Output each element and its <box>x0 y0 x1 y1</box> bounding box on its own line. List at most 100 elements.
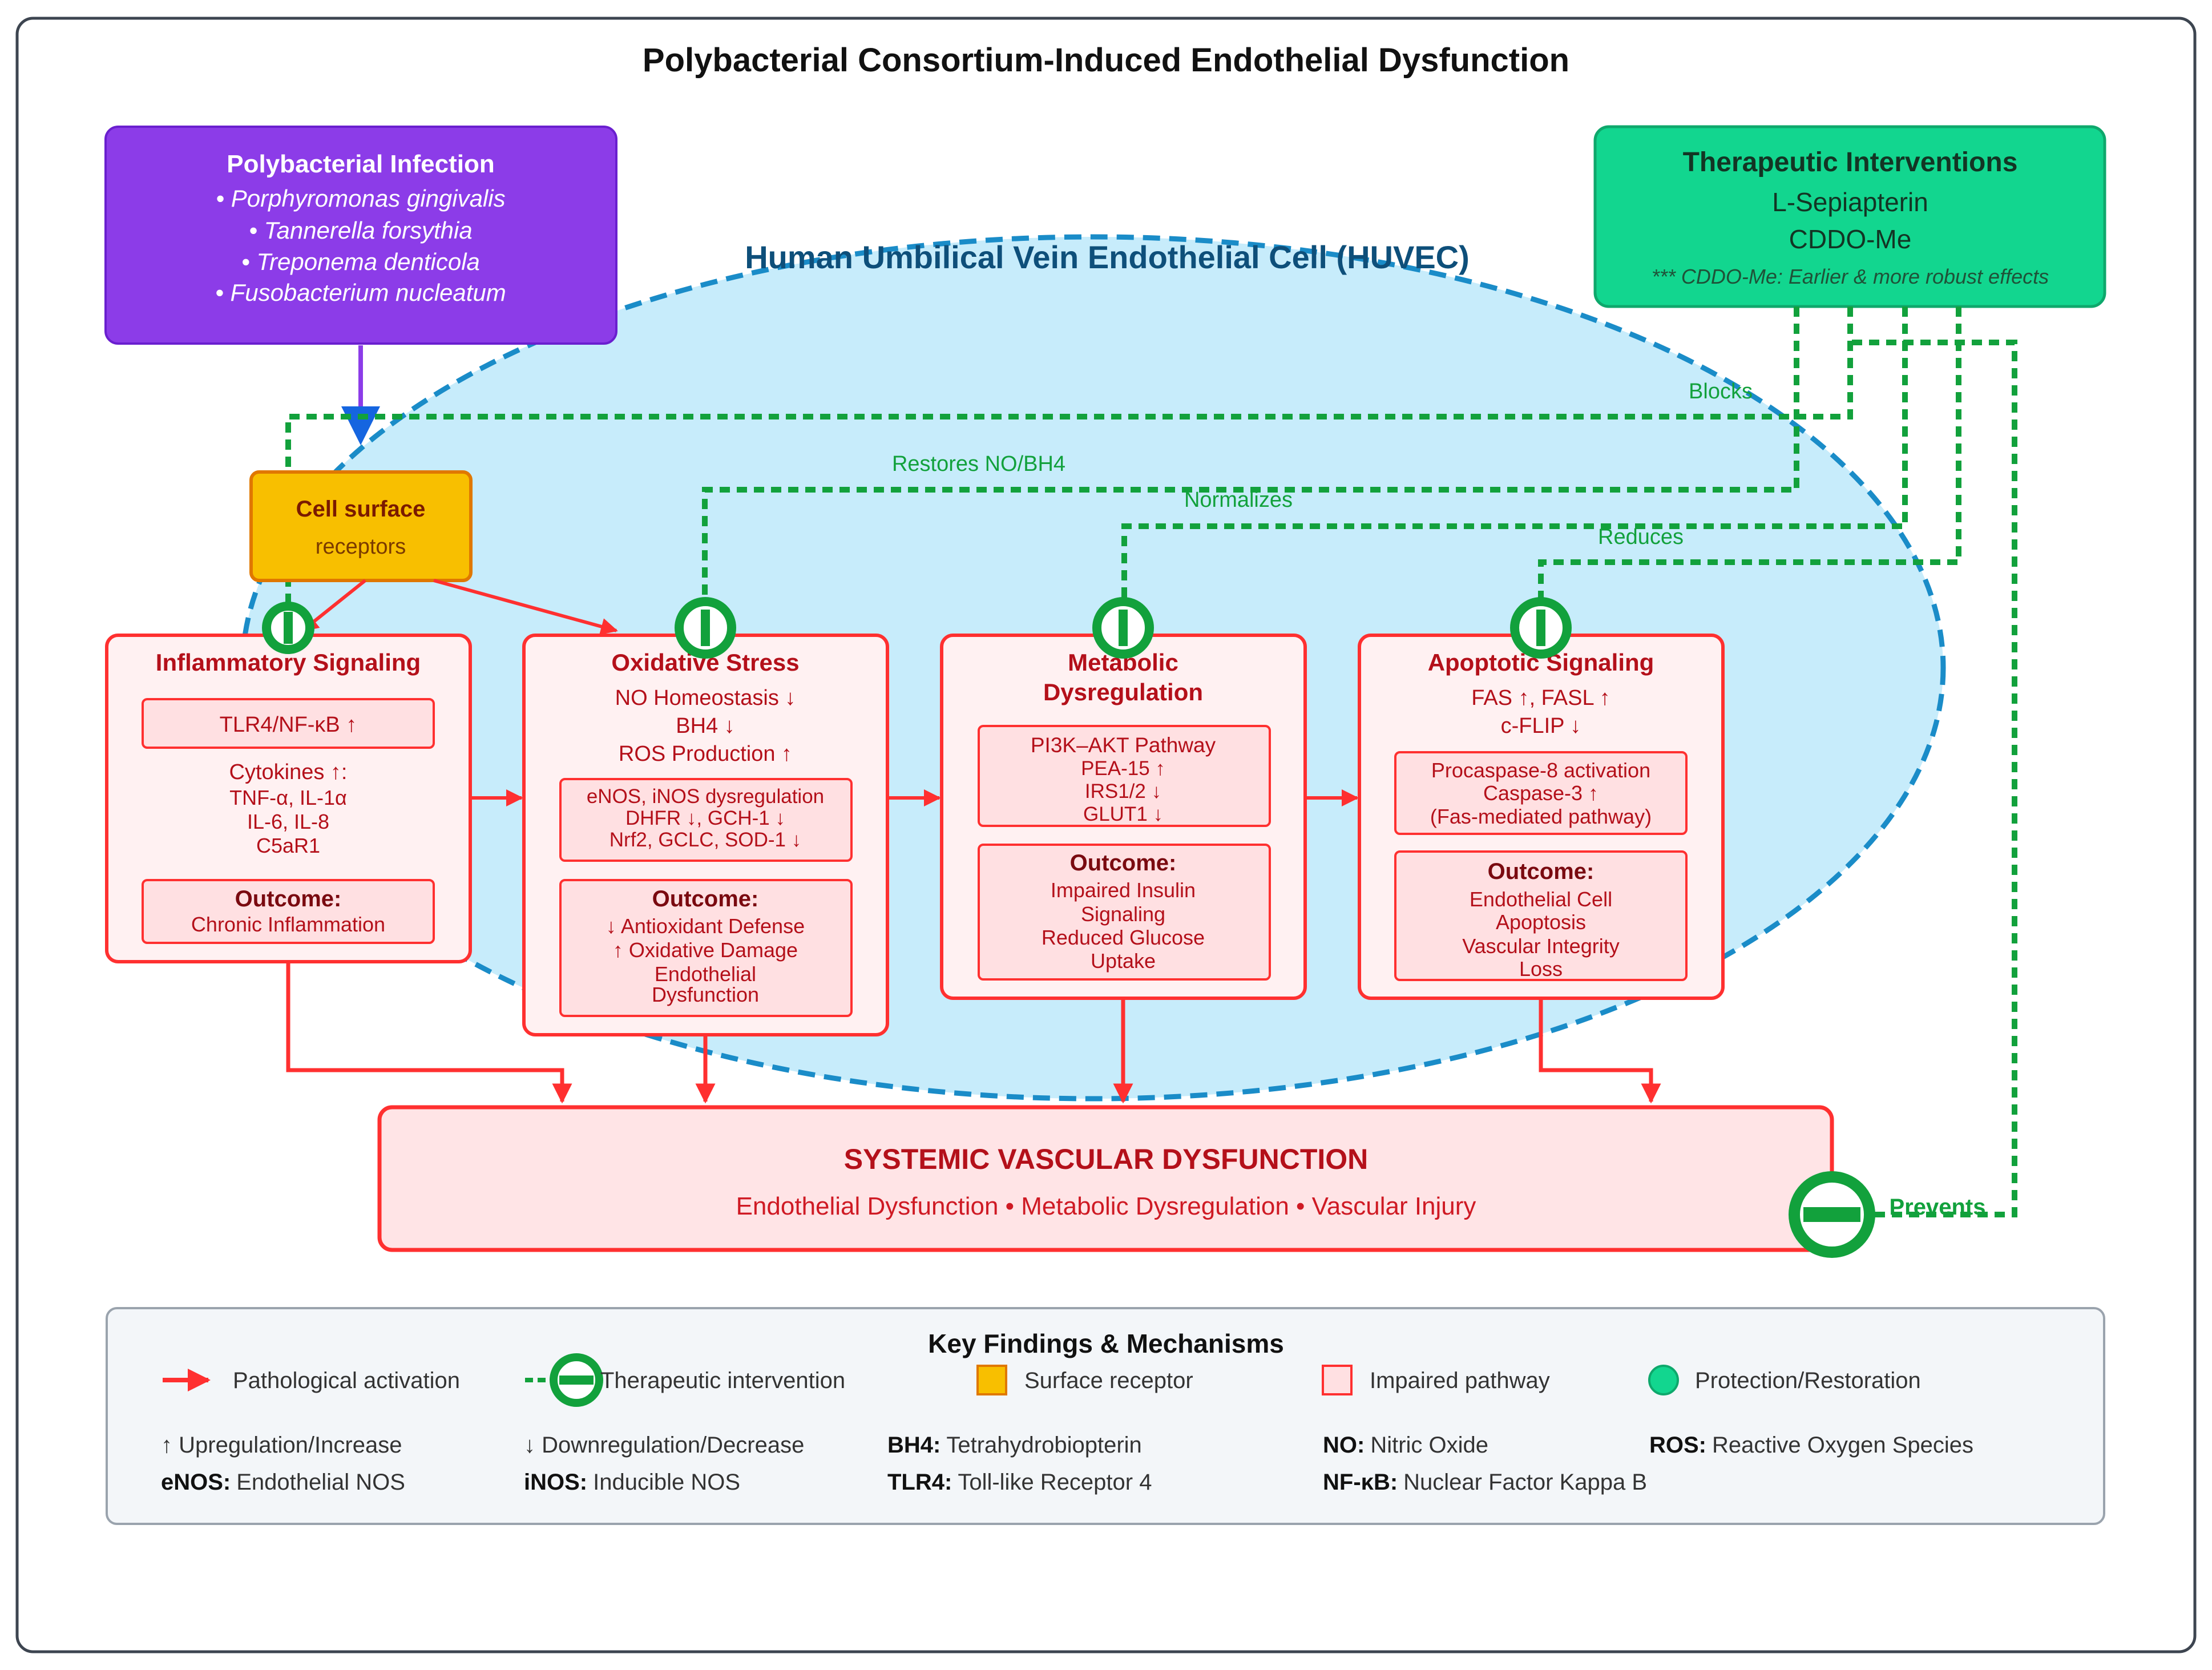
legend-item-receptor: Surface receptor <box>976 1365 1193 1395</box>
therapy-box: Therapeutic Interventions L-Sepiapterin … <box>1593 125 2106 308</box>
blocks-line <box>285 306 1853 622</box>
intervention-lines <box>285 306 2017 1217</box>
abbr-item: ROS:Reactive Oxygen Species <box>1649 1433 1973 1458</box>
legend: Key Findings & Mechanisms Pathological a… <box>106 1307 2105 1525</box>
label-restores: Restores NO/BH4 <box>892 452 1065 476</box>
pathway-inner-line: PI3K–AKT Pathway <box>1031 733 1216 757</box>
label-prevents: Prevents <box>1890 1195 1986 1220</box>
therapy-note: *** CDDO-Me: Earlier & more robust effec… <box>1652 265 2049 288</box>
inhibition-symbols <box>262 597 1875 1258</box>
pathway-inner-line: eNOS, iNOS dysregulation <box>587 785 824 808</box>
pathway-inner-line: Nrf2, GCLC, SOD-1 ↓ <box>609 829 801 851</box>
pathway-line: TNF-α, IL-1α <box>229 786 347 809</box>
pathway-line: NO Homeostasis ↓ <box>615 686 796 710</box>
legend-item-therapeutic: Therapeutic intervention <box>525 1353 845 1407</box>
therapy-drug: CDDO-Me <box>1789 224 1912 254</box>
infection-item: • Fusobacterium nucleatum <box>215 279 506 306</box>
infection-box: Polybacterial Infection • Porphyromonas … <box>104 126 617 345</box>
receptor-title: Cell surface <box>296 497 426 522</box>
inhibit-icon <box>675 597 736 659</box>
pathway-line: IL-6, IL-8 <box>247 810 329 833</box>
legend-label: Pathological activation <box>233 1368 460 1393</box>
pathway-line: ROS Production ↑ <box>619 742 792 766</box>
receptor-to-oxidative-arrow <box>433 579 618 635</box>
label-reduces: Reduces <box>1598 525 1684 549</box>
outcome-line: ↓ Antioxidant Defense <box>606 914 805 938</box>
pathway-line: Cytokines ↑: <box>229 760 348 784</box>
restores-line <box>702 306 1799 622</box>
pathway-line: c-FLIP ↓ <box>1501 714 1581 738</box>
inhibit-icon <box>1510 597 1572 659</box>
inflammatory-to-systemic-arrow <box>286 963 572 1104</box>
label-blocks: Blocks <box>1689 380 1753 404</box>
abbr-item: iNOS:Inducible NOS <box>524 1470 740 1495</box>
legend-label: Surface receptor <box>1024 1368 1193 1393</box>
systemic-subtitle: Endothelial Dysfunction • Metabolic Dysr… <box>736 1192 1476 1220</box>
label-normalizes: Normalizes <box>1184 488 1293 512</box>
abbr-item: ↓ Downregulation/Decrease <box>524 1433 804 1458</box>
pathway-inner-line: (Fas-mediated pathway) <box>1430 805 1652 828</box>
abbr-item: TLR4:Toll-like Receptor 4 <box>887 1470 1152 1495</box>
outcome-line: Impaired Insulin <box>1051 878 1196 902</box>
pathway-title: Dysregulation <box>1043 679 1203 705</box>
diagram-title: Polybacterial Consortium-Induced Endothe… <box>643 42 1569 79</box>
outcome-line: Chronic Inflammation <box>191 913 385 936</box>
outcome-title: Outcome: <box>652 886 759 911</box>
infection-title: Polybacterial Infection <box>227 150 494 178</box>
outcome-line: ↑ Oxidative Damage <box>613 938 798 962</box>
legend-item-protection: Protection/Restoration <box>1648 1365 1921 1395</box>
legend-item-pathological: Pathological activation <box>163 1368 460 1393</box>
outcome-line: Dysfunction <box>652 983 759 1006</box>
receptor-subtitle: receptors <box>316 535 406 559</box>
abbr-item: NO:Nitric Oxide <box>1323 1433 1488 1458</box>
pathway-inner-line: DHFR ↓, GCH-1 ↓ <box>625 807 785 829</box>
pathway-oxidative: Oxidative Stress NO Homeostasis ↓ BH4 ↓ … <box>522 634 889 1036</box>
legend-label: Protection/Restoration <box>1695 1368 1921 1393</box>
outcome-line: Reduced Glucose <box>1042 926 1205 949</box>
pathway-metabolic: Metabolic Dysregulation PI3K–AKT Pathway… <box>940 634 1307 1000</box>
inhibit-icon <box>262 602 314 654</box>
outcome-line: Uptake <box>1091 949 1156 973</box>
systemic-title: SYSTEMIC VASCULAR DYSFUNCTION <box>844 1143 1369 1175</box>
outcome-line: Endothelial Cell <box>1470 888 1612 911</box>
abbr-item: NF-κB:Nuclear Factor Kappa B <box>1323 1470 1647 1495</box>
normalizes-line <box>1121 306 1908 622</box>
huvec-label: Human Umbilical Vein Endothelial Cell (H… <box>745 239 1470 275</box>
abbr-item: ↑ Upregulation/Increase <box>161 1433 402 1458</box>
reduces-line <box>1538 306 1961 622</box>
legend-label: Impaired pathway <box>1370 1368 1550 1393</box>
pathway-inner-line: GLUT1 ↓ <box>1083 803 1163 825</box>
outcome-line: Vascular Integrity <box>1462 934 1619 958</box>
legend-title: Key Findings & Mechanisms <box>928 1329 1284 1358</box>
legend-item-impaired: Impaired pathway <box>1322 1365 1550 1395</box>
outcome-title: Outcome: <box>1488 859 1595 884</box>
pathway-marker: TLR4/NF-κB ↑ <box>220 713 357 737</box>
receptor-box: Cell surface receptors <box>249 470 473 582</box>
abbr-item: BH4:Tetrahydrobiopterin <box>887 1433 1142 1458</box>
outcome-line: Signaling <box>1081 902 1165 926</box>
apoptotic-to-systemic-arrow <box>1539 999 1661 1104</box>
therapy-drug: L-Sepiapterin <box>1772 187 1928 217</box>
pathway-line: FAS ↑, FASL ↑ <box>1471 686 1610 710</box>
pathway-inner-line: IRS1/2 ↓ <box>1085 780 1161 802</box>
abbr-item: eNOS:Endothelial NOS <box>161 1470 405 1495</box>
pathway-apoptotic: Apoptotic Signaling FAS ↑, FASL ↑ c-FLIP… <box>1358 634 1725 1000</box>
outcome-line: Apoptosis <box>1496 910 1586 934</box>
legend-label: Therapeutic intervention <box>600 1368 845 1393</box>
pathway-inflammatory: Inflammatory Signaling TLR4/NF-κB ↑ Cyto… <box>105 634 472 963</box>
pathway-line: BH4 ↓ <box>676 714 734 738</box>
pathway-line: C5aR1 <box>256 834 320 857</box>
systemic-box: SYSTEMIC VASCULAR DYSFUNCTION Endothelia… <box>377 1105 1834 1252</box>
infection-item: • Tannerella forsythia <box>249 217 472 244</box>
outcome-title: Outcome: <box>1070 850 1177 876</box>
outcome-line: Loss <box>1519 957 1563 981</box>
inhibit-icon <box>1092 597 1154 659</box>
outcome-line: Endothelial <box>655 962 756 986</box>
inhibit-icon-prevents <box>1789 1171 1875 1258</box>
infection-item: • Porphyromonas gingivalis <box>216 185 505 212</box>
pathway-inner-line: PEA-15 ↑ <box>1081 757 1165 780</box>
outcome-title: Outcome: <box>235 886 342 911</box>
pathway-inner-line: Procaspase-8 activation <box>1431 759 1650 782</box>
pathway-inner-line: Caspase-3 ↑ <box>1483 781 1599 805</box>
